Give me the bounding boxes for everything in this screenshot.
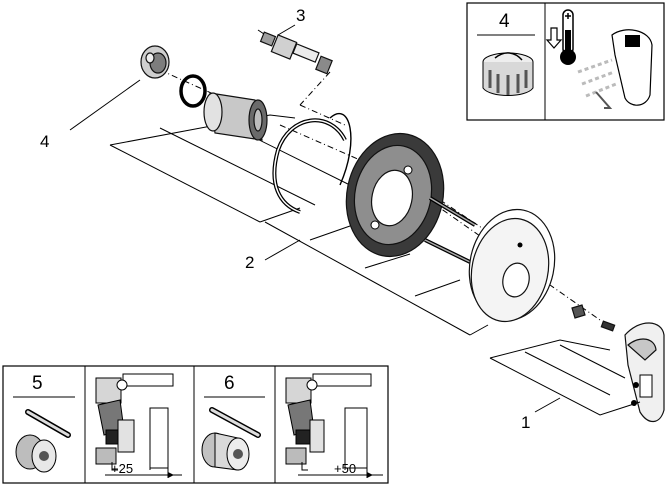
seal-cap-detail xyxy=(482,52,534,96)
lever-rotation-detail xyxy=(577,29,653,109)
callout-1: 1 xyxy=(521,413,530,432)
retaining-ring-part xyxy=(272,112,352,214)
extension-rod-5 xyxy=(25,409,71,438)
cartridge-spindle-part xyxy=(257,29,333,75)
extension-rod-6 xyxy=(209,407,261,438)
detail-panel-bottom: 5 6 +25 xyxy=(2,365,389,484)
mounting-screws-part xyxy=(424,196,477,264)
seal-cap-part xyxy=(140,45,170,79)
lever-handle-part xyxy=(624,322,665,423)
extension-sleeve-6 xyxy=(201,432,250,471)
dimension-label-5: +25 xyxy=(111,461,133,476)
detail-panel-top: 4 xyxy=(466,2,665,121)
detail-panel-5-number: 5 xyxy=(32,373,43,394)
escutcheon-plate-part xyxy=(468,208,556,323)
thermometer-icon xyxy=(560,9,576,65)
detail-panel-top-number: 4 xyxy=(499,11,510,32)
callout-2: 2 xyxy=(245,253,254,272)
callout-4: 4 xyxy=(40,132,49,151)
assembly-guide-lines-1 xyxy=(489,339,641,416)
sleeve-part xyxy=(203,92,268,141)
set-screw-part xyxy=(571,304,616,332)
o-ring-part xyxy=(179,74,207,108)
leader-lines xyxy=(69,24,561,413)
valve-body-6 xyxy=(285,373,383,478)
mounting-plate-part xyxy=(345,132,445,258)
detail-panel-6-number: 6 xyxy=(224,373,235,394)
dimension-label-6: +50 xyxy=(334,461,356,476)
extension-sleeve-5 xyxy=(15,434,57,473)
arrow-down-icon xyxy=(545,27,563,49)
valve-body-5 xyxy=(95,373,182,478)
callout-3: 3 xyxy=(296,6,305,25)
